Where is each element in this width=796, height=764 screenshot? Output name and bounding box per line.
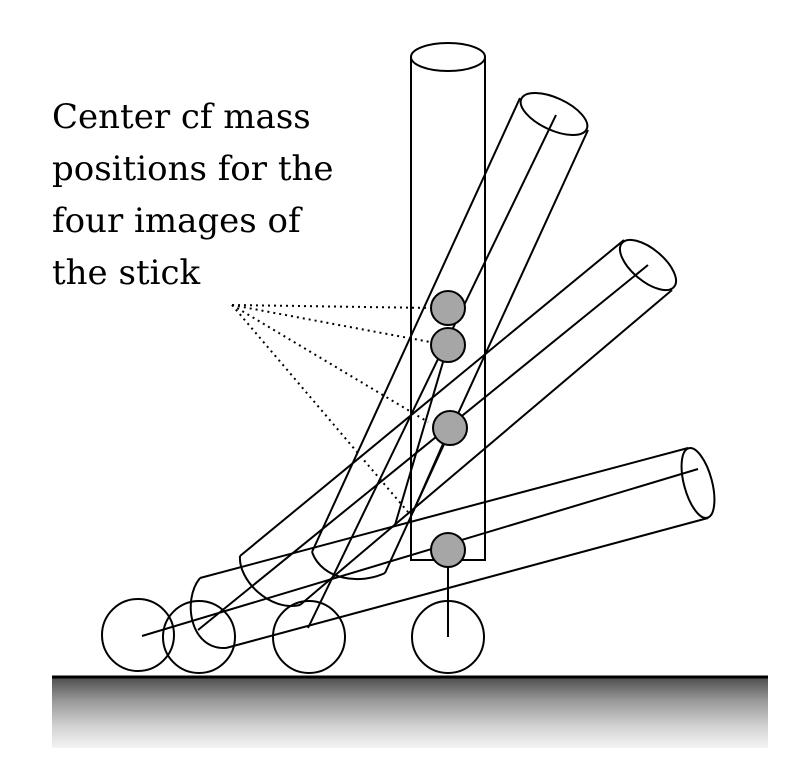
caption-leader-lines <box>231 304 433 513</box>
center-of-mass-2 <box>432 410 468 446</box>
caption-line-1: Center cf mass <box>52 97 311 137</box>
center-of-mass-1 <box>430 532 466 568</box>
caption: Center cf mass positions for the four im… <box>52 97 334 293</box>
stick-image-4 <box>101 447 716 672</box>
leader-line-3 <box>231 304 429 423</box>
leader-line-2 <box>231 304 431 343</box>
center-of-mass-4 <box>430 290 466 326</box>
ground-surface <box>52 676 768 748</box>
stick-image-1 <box>410 42 486 674</box>
stick-image-3 <box>162 238 678 674</box>
leader-line-1 <box>231 304 433 309</box>
center-of-mass-markers <box>430 290 468 568</box>
caption-line-2: positions for the <box>52 149 334 189</box>
caption-line-4: the stick <box>52 253 201 293</box>
caption-line-3: four images of <box>52 201 303 241</box>
center-of-mass-3 <box>430 327 466 363</box>
